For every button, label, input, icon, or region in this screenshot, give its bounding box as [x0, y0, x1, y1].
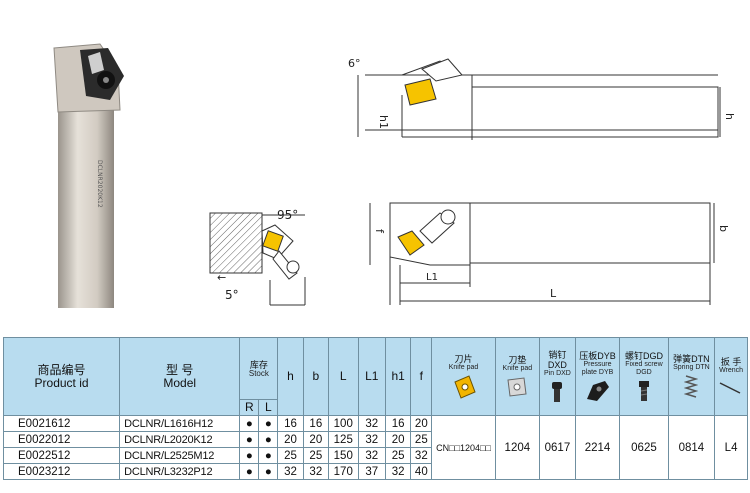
header-h: h	[277, 337, 304, 416]
spring-icon	[684, 374, 699, 398]
header-f: f	[410, 337, 433, 416]
insert-icon	[453, 374, 476, 399]
screw-value: 0625	[619, 415, 669, 480]
label-top-angle: 6°	[348, 57, 361, 70]
header-shim: 刀垫 Knife pad	[494, 337, 541, 416]
product-photo: DCLNR2020K12	[40, 40, 135, 310]
label-f: f	[373, 229, 386, 234]
table-row: E0023212 DCLNR/L3232P12 ● ● 32 32 170 37…	[2, 463, 748, 480]
wrench-icon	[719, 381, 741, 394]
cutting-angle-diagram: 95° 5° ←	[205, 195, 320, 314]
arrow-feed: ←	[217, 271, 226, 284]
label-h: h	[723, 113, 736, 120]
shim-icon	[507, 376, 527, 397]
shank-marking: DCLNR2020K12	[96, 160, 103, 208]
wrench-value: L4	[714, 415, 748, 480]
shim-value: 1204	[494, 415, 541, 480]
header-spring: 弹簧DTN Spring DTN	[667, 337, 716, 416]
header-model: 型 号 Model	[119, 337, 241, 416]
label-L: L	[550, 287, 557, 300]
pin-icon	[552, 381, 563, 402]
label-L1: L1	[426, 272, 438, 283]
screw-icon	[638, 380, 649, 401]
header-L1: L1	[357, 337, 386, 416]
table-row: E0021612 DCLNR/L1616H12 ● ● 16 16 100 32…	[2, 415, 748, 480]
pin-value: 0617	[539, 415, 576, 480]
header-product-id: 商品编号 Product id	[2, 337, 121, 416]
header-wrench: 扳 手 Wrench	[714, 337, 748, 416]
label-small-angle: 5°	[225, 288, 239, 302]
label-h1: h1	[377, 115, 390, 129]
header-insert: 刀片 Knife pad	[431, 337, 496, 416]
header-stock: 库存 Stock	[239, 337, 279, 400]
spec-table: 商品编号 Product id 型 号 Model 库存 Stock h b L…	[2, 337, 748, 480]
clamp-value: 2214	[574, 415, 621, 480]
plan-view-drawing: f b L1 L	[360, 195, 745, 314]
header-h1: h1	[384, 337, 412, 416]
header-stock-r: R	[239, 399, 260, 416]
label-b: b	[717, 225, 730, 232]
spring-value: 0814	[667, 415, 716, 480]
table-row: E0022012 DCLNR/L2020K12 ● ● 20 20 125 32…	[2, 431, 748, 448]
header-L: L	[327, 337, 359, 416]
clamp-icon	[586, 380, 609, 401]
label-main-angle: 95°	[277, 208, 298, 222]
header-b: b	[302, 337, 329, 416]
header-pin: 销钉DXD Pin DXD	[539, 337, 576, 416]
header-screw: 螺钉DGD Fixed screw DGD	[619, 337, 669, 416]
side-view-drawing: 6° h1 h	[340, 45, 740, 159]
insert-value: CN□□1204□□	[431, 415, 496, 480]
header-clamp: 压板DYB Pressure plate DYB	[574, 337, 621, 416]
header-stock-l: L	[258, 399, 279, 416]
